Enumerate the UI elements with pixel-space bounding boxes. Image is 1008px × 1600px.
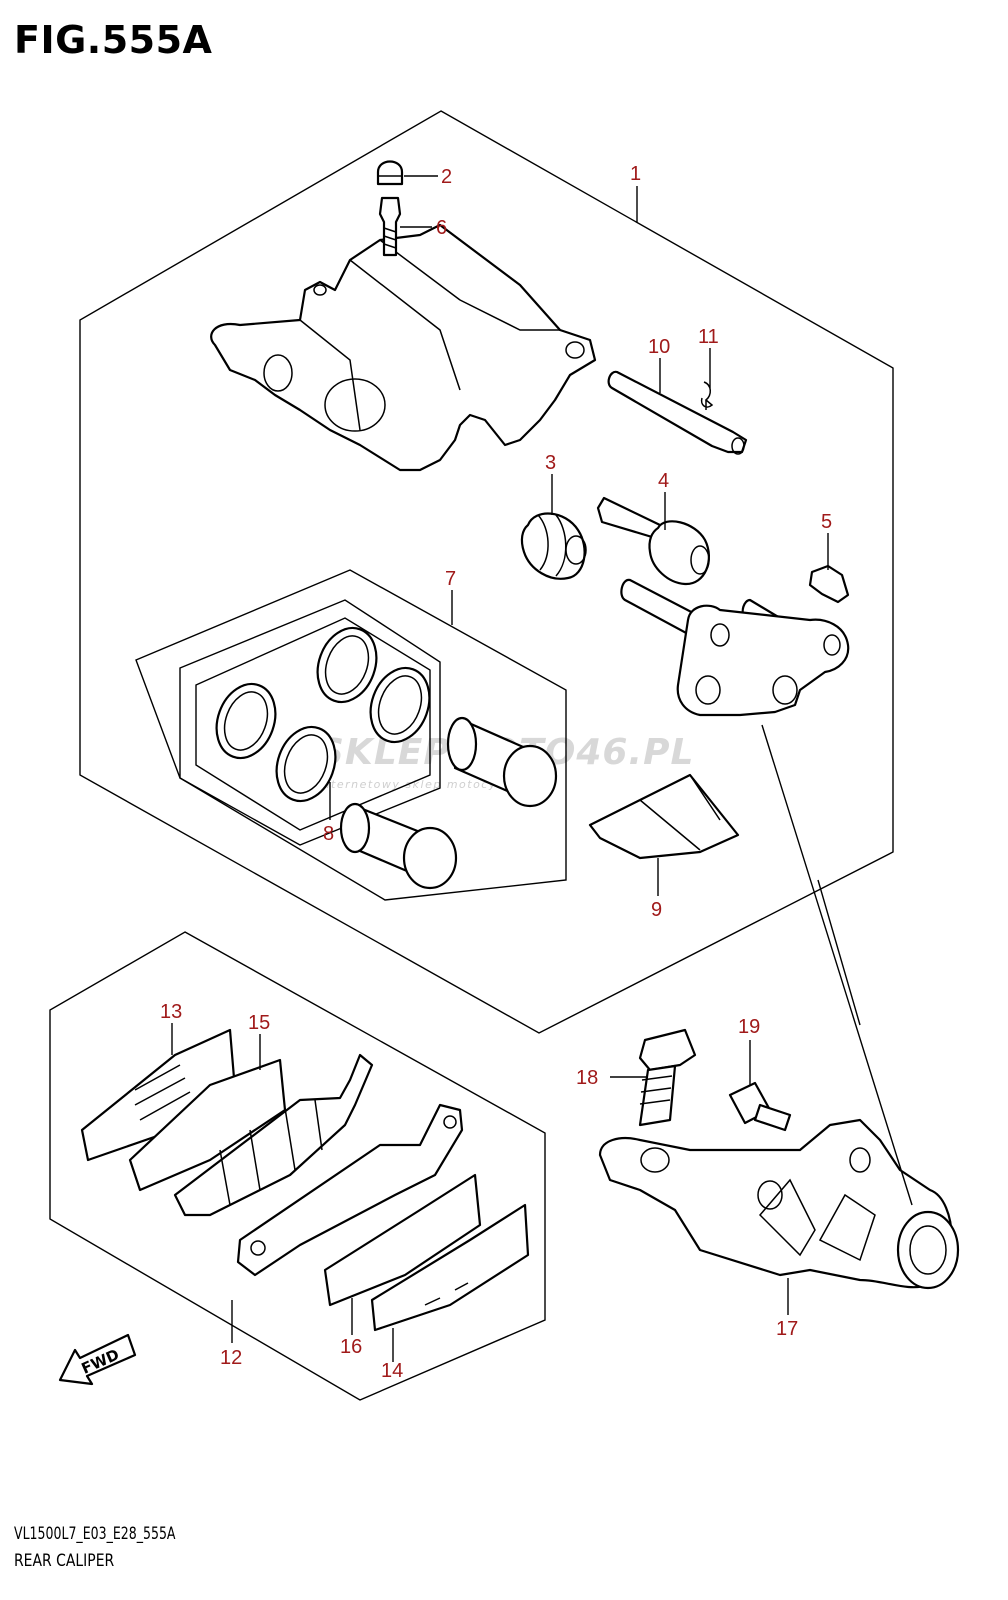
callout-2: 2 — [441, 166, 452, 188]
bolt-19 — [728, 1081, 792, 1132]
bleeder-screw-6 — [378, 196, 402, 257]
figure-code: VL1500L7_E03_E28_555A — [14, 1524, 176, 1544]
pad-inner — [173, 1053, 374, 1217]
callout-5: 5 — [821, 511, 832, 533]
callout-14: 14 — [381, 1360, 403, 1382]
callout-1: 1 — [630, 163, 641, 185]
assembly-boundary-1 — [79, 110, 894, 1034]
callout-19: 19 — [738, 1016, 760, 1038]
callout-17: 17 — [776, 1318, 798, 1340]
pad-pin-10 — [607, 370, 748, 455]
bolt-18 — [638, 1028, 697, 1127]
fwd-arrow: FWD — [58, 1333, 137, 1386]
callout-9: 9 — [651, 899, 662, 921]
callout-11: 11 — [698, 326, 719, 348]
watermark-tagline: internetowy sklep motocyklowy — [318, 778, 536, 791]
pad-outer — [236, 1103, 464, 1277]
callout-15: 15 — [248, 1012, 270, 1034]
callout-3: 3 — [545, 452, 556, 474]
figure-title: FIG.555A — [14, 18, 213, 62]
seal-box-boundary-8 — [179, 599, 441, 846]
leader-lines — [171, 175, 913, 1362]
clip-5 — [808, 564, 850, 604]
pad-kit-boundary-12 — [49, 931, 546, 1401]
caliper-bracket-17 — [598, 1118, 960, 1290]
pin-clip-11 — [700, 381, 714, 410]
callout-16: 16 — [340, 1336, 362, 1358]
figure-name: REAR CALIPER — [14, 1551, 115, 1571]
boot-3 — [520, 512, 587, 580]
pistons — [339, 716, 558, 890]
callout-10: 10 — [648, 336, 670, 358]
shim-16 — [323, 1173, 482, 1307]
caliper-body — [210, 223, 597, 472]
callout-7: 7 — [445, 568, 456, 590]
shim-14 — [370, 1203, 530, 1332]
sleeve-boot-4 — [596, 496, 710, 586]
bracket-pin-plate — [620, 578, 850, 717]
bleeder-cap-2 — [376, 160, 404, 186]
callouts: 1 2 3 4 5 6 7 8 9 10 11 12 13 14 15 16 1… — [160, 163, 832, 1382]
seal-inner-box — [195, 617, 431, 831]
callout-13: 13 — [160, 1001, 182, 1023]
pad-spring-9 — [588, 773, 740, 860]
piston-seals-8 — [215, 626, 431, 803]
callout-6: 6 — [436, 217, 447, 239]
callout-18: 18 — [576, 1067, 598, 1089]
callout-12: 12 — [220, 1347, 242, 1369]
callout-4: 4 — [658, 470, 669, 492]
callout-8: 8 — [323, 823, 334, 845]
